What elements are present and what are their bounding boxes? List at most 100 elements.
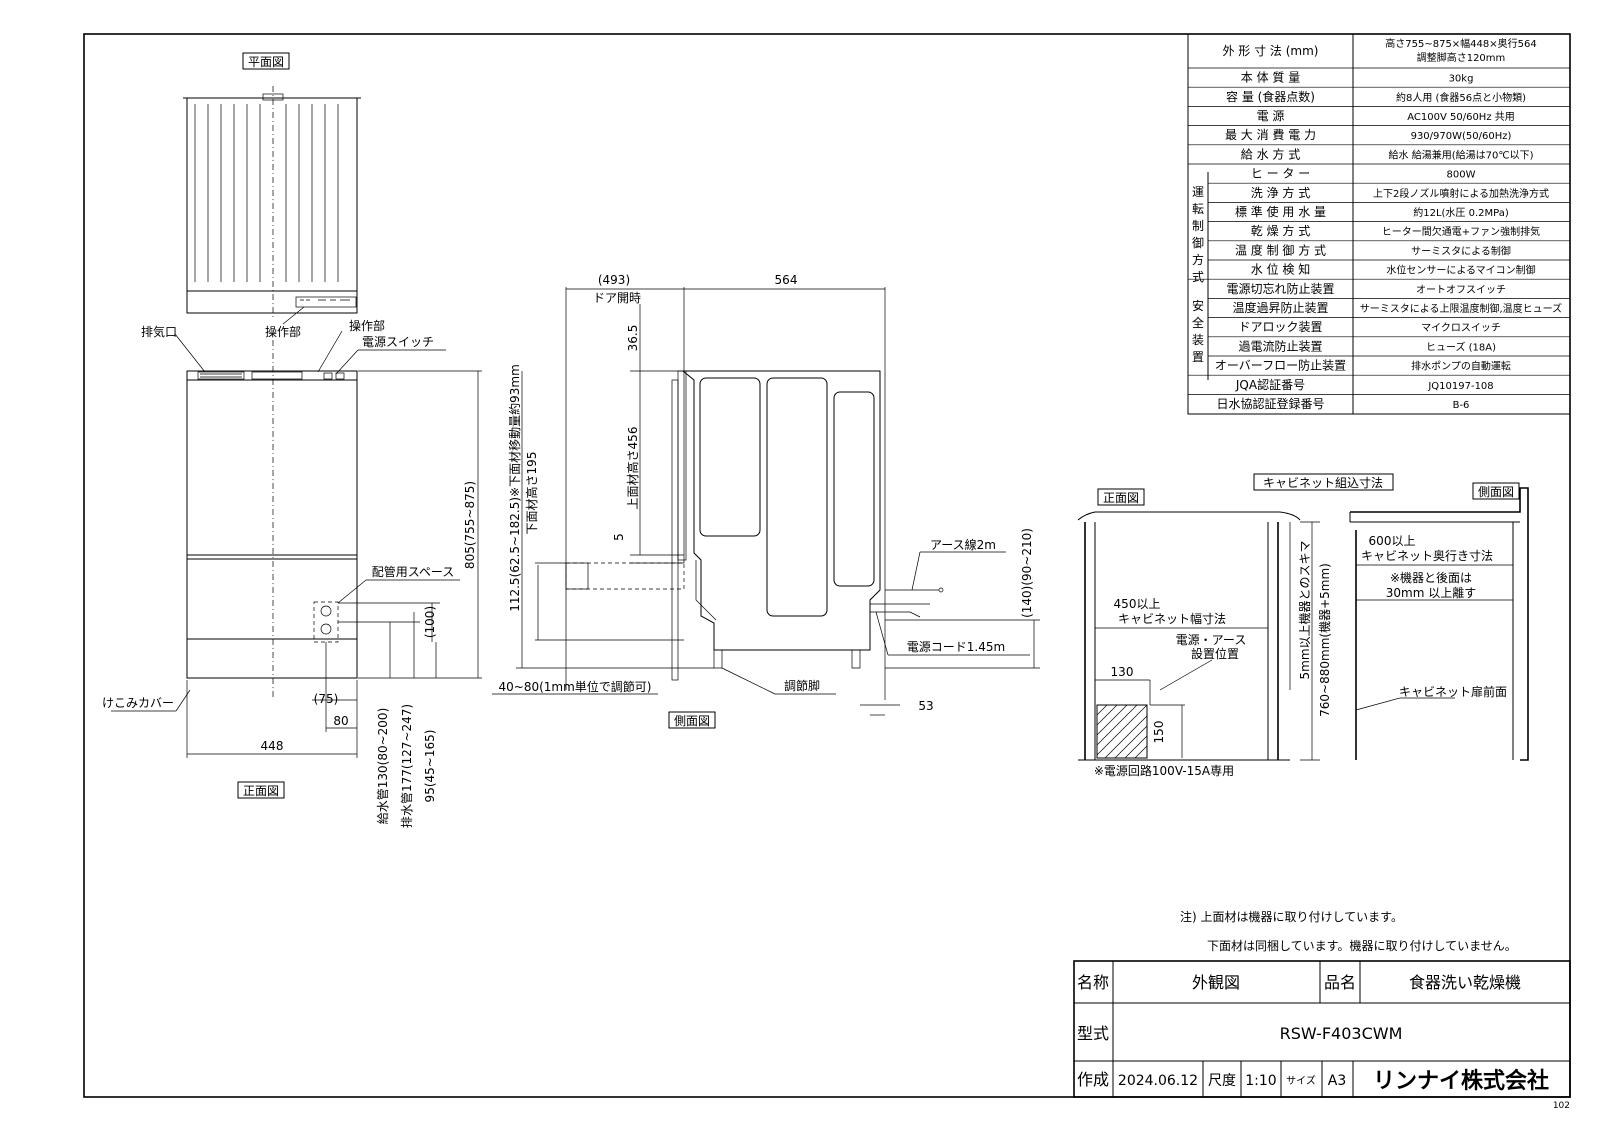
plan-view-tag: 平面図 bbox=[248, 55, 284, 69]
label-gap: 5mm以上機器とのスキマ bbox=[1297, 541, 1312, 680]
label-rear-note-1: ※機器と後面は bbox=[1390, 570, 1472, 585]
spec-label-18: 日水協認証登録番号 bbox=[1216, 396, 1324, 411]
spec-value-2: 約8人用 (食器56点と小物類) bbox=[1396, 91, 1526, 104]
cabinet-side-tag: 側面図 bbox=[1478, 485, 1514, 499]
title-block bbox=[1073, 960, 1571, 1098]
dim-805: 805(755~875) bbox=[463, 481, 477, 569]
front-dimensions bbox=[186, 370, 482, 758]
dim-36-5: 36.5 bbox=[626, 325, 640, 352]
spec-label-3: 電 源 bbox=[1257, 109, 1285, 123]
spec-label-4: 最 大 消 費 電 力 bbox=[1225, 127, 1316, 142]
spec-value-5: 給水 給湯兼用(給湯は70℃以下) bbox=[1389, 148, 1534, 161]
plan-view-tag-box bbox=[242, 52, 290, 70]
plan-view-unit bbox=[183, 86, 361, 320]
spec-value-6: 800W bbox=[1447, 170, 1476, 181]
label-adjust-range: 40~80(1mm単位で調節可) bbox=[499, 679, 652, 694]
label-pipe-space: 配管用スペース bbox=[372, 564, 455, 579]
tb-name-label: 名称 bbox=[1077, 973, 1109, 992]
note-1: 注) 上面材は機器に取り付けしています。 bbox=[1180, 909, 1403, 924]
dim-80: 80 bbox=[333, 714, 348, 728]
tb-scale: 1:10 bbox=[1245, 1073, 1276, 1089]
spec-value-15: ヒューズ (18A) bbox=[1426, 340, 1496, 353]
label-power-pos-2: 設置位置 bbox=[1191, 646, 1239, 661]
spec-label-10: 温 度 制 御 方 式 bbox=[1235, 242, 1326, 257]
label-power-cord: 電源コード1.45m bbox=[907, 640, 1005, 654]
sheet-border bbox=[83, 33, 1571, 1098]
label-circuit-note: ※電源回路100V-15A専用 bbox=[1094, 763, 1234, 778]
tb-scale-label: 尺度 bbox=[1208, 1073, 1236, 1089]
label-cab-depth-2: キャビネット奥行き寸法 bbox=[1361, 549, 1493, 563]
spec-label-6: ヒ ー タ ー bbox=[1251, 167, 1310, 181]
tb-made-label: 作成 bbox=[1077, 1070, 1109, 1089]
spec-label-15: 過電流防止装置 bbox=[1238, 338, 1322, 353]
spec-value-12: オートオフスイッチ bbox=[1416, 284, 1506, 296]
tb-product-value: 食器洗い乾燥機 bbox=[1409, 973, 1521, 992]
spec-label-13: 温度過昇防止装置 bbox=[1232, 300, 1328, 315]
cabinet-front-tag: 正面図 bbox=[1103, 491, 1139, 505]
label-earth-wire: アース線2m bbox=[930, 537, 996, 552]
dim-75: (75) bbox=[314, 692, 339, 706]
cabinet-dims-tag: キャビネット組込寸法 bbox=[1263, 476, 1383, 490]
spec-value-7: 上下2段ノズル噴射による加熱洗浄方式 bbox=[1373, 187, 1549, 200]
side-dimensions bbox=[516, 288, 1040, 716]
tb-model-value: RSW-F403CWM bbox=[1280, 1024, 1403, 1043]
spec-group-operation-4: 方 bbox=[1192, 252, 1204, 267]
spec-label-16: オーバーフロー防止装置 bbox=[1215, 358, 1346, 373]
spec-value-9: ヒーター間欠通電+ファン強制排気 bbox=[1382, 225, 1540, 238]
note-2: 下面材は同梱しています。機器に取り付けしていません。 bbox=[1207, 938, 1517, 953]
spec-value2-0: 調整脚高さ120mm bbox=[1417, 51, 1506, 64]
spec-label-8: 標 準 使 用 水 量 bbox=[1235, 204, 1326, 219]
spec-value-10: サーミスタによる制御 bbox=[1411, 244, 1511, 257]
spec-group-safety-0: 安 bbox=[1192, 298, 1204, 313]
spec-label-17: JQA認証番号 bbox=[1235, 377, 1305, 392]
dim-140: (140)(90~210) bbox=[1020, 528, 1034, 618]
dim-150: 150 bbox=[1152, 721, 1166, 744]
label-cab-width-2: キャビネット幅寸法 bbox=[1118, 611, 1226, 626]
spec-value-14: マイクロスイッチ bbox=[1421, 322, 1501, 334]
side-view-unit bbox=[565, 287, 944, 700]
label-power-switch: 電源スイッチ bbox=[362, 335, 434, 349]
dim-top-panel: 上面材高さ456 bbox=[625, 427, 640, 510]
spec-value-1: 30kg bbox=[1449, 74, 1474, 85]
spec-value-4: 930/970W(50/60Hz) bbox=[1411, 131, 1512, 142]
page-number: 102 bbox=[1553, 1101, 1570, 1111]
cabinet-front-drawing bbox=[1077, 511, 1320, 761]
label-operation-top: 操作部 bbox=[265, 324, 301, 339]
spec-label-1: 本 体 質 量 bbox=[1241, 70, 1300, 85]
dim-bottom-panel: 下面材高さ195 bbox=[524, 452, 539, 535]
dim-100: (100) bbox=[423, 606, 437, 638]
label-exhaust: 排気口 bbox=[141, 324, 177, 339]
dim-5: 5 bbox=[612, 533, 626, 541]
spec-value-0: 高さ755~875×幅448×奥行564 bbox=[1385, 37, 1536, 50]
spec-label-0: 外 形 寸 法 (mm) bbox=[1222, 44, 1318, 58]
label-cab-depth-1: 600以上 bbox=[1369, 534, 1416, 548]
dim-water-inlet: 給水管130(80~200) bbox=[375, 708, 390, 825]
tb-name-value: 外観図 bbox=[1192, 973, 1240, 992]
label-kick-cover: けこみカバー bbox=[102, 696, 174, 710]
spec-label-7: 洗 浄 方 式 bbox=[1251, 185, 1310, 200]
spec-value-13: サーミスタによる上限温度制御,温度ヒューズ bbox=[1360, 302, 1562, 315]
spec-value-8: 約12L(水圧 0.2MPa) bbox=[1413, 206, 1509, 219]
spec-label-2: 容 量 (食器点数) bbox=[1226, 89, 1315, 104]
label-cab-width-1: 450以上 bbox=[1114, 597, 1161, 611]
label-operation-front: 操作部 bbox=[349, 318, 385, 333]
spec-label-12: 電源切忘れ防止装置 bbox=[1226, 281, 1334, 296]
label-rear-note-2: 30mm 以上離す bbox=[1386, 586, 1476, 600]
dim-53: 53 bbox=[918, 699, 933, 713]
spec-label-11: 水 位 検 知 bbox=[1251, 262, 1310, 277]
label-door-open: ドア開時 bbox=[593, 291, 641, 305]
dim-drain: 排水管177(127~247) bbox=[399, 704, 414, 828]
dim-448: 448 bbox=[261, 739, 284, 753]
spec-group-safety-1: 全 bbox=[1192, 315, 1204, 330]
spec-label-5: 給 水 方 式 bbox=[1241, 146, 1300, 161]
tb-date: 2024.06.12 bbox=[1118, 1073, 1198, 1089]
side-view-tag: 側面図 bbox=[674, 714, 710, 728]
spec-group-operation-5: 式 bbox=[1192, 270, 1204, 284]
tb-size: A3 bbox=[1328, 1073, 1346, 1089]
dim-130: 130 bbox=[1111, 665, 1134, 679]
spec-group-operation-1: 転 bbox=[1192, 202, 1204, 216]
spec-group-safety-3: 置 bbox=[1192, 350, 1204, 364]
tb-size-label: サイズ bbox=[1286, 1074, 1316, 1087]
tb-product-label: 品名 bbox=[1324, 973, 1356, 992]
dim-564: 564 bbox=[775, 273, 798, 287]
